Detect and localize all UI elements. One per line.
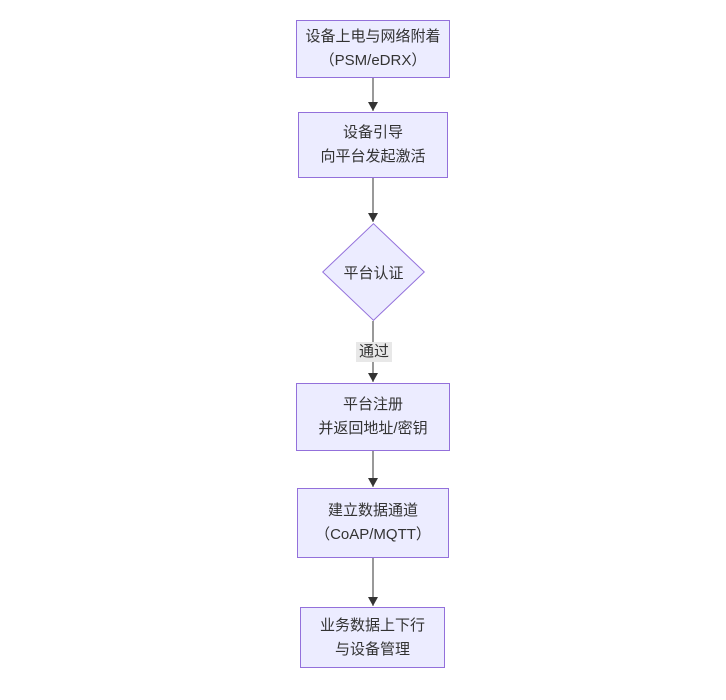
node-text-line: 并返回地址/密钥	[318, 420, 428, 437]
node-text-line: （CoAP/MQTT）	[315, 526, 431, 543]
flow-node-bootstrap-activate: 设备引导 向平台发起激活	[298, 112, 448, 178]
flow-node-platform-auth: 平台认证	[322, 223, 425, 321]
node-text-line: 设备引导	[342, 124, 403, 141]
node-text-line: 设备上电与网络附着	[305, 28, 441, 45]
flow-node-data-channel: 建立数据通道 （CoAP/MQTT）	[297, 488, 449, 558]
node-text-line: 平台认证	[343, 264, 404, 282]
node-text-line: 建立数据通道	[327, 502, 418, 519]
node-text-line: 向平台发起激活	[320, 148, 426, 165]
edge-label-pass: 通过	[355, 342, 393, 362]
node-text-line: （PSM/eDRX）	[319, 52, 427, 69]
node-text-line: 业务数据上下行	[319, 616, 425, 634]
node-text-line: 与设备管理	[334, 640, 410, 658]
flow-node-business-mgmt: 业务数据上下行 与设备管理	[300, 607, 445, 668]
flow-node-platform-register: 平台注册 并返回地址/密钥	[296, 383, 450, 451]
decision-diamond-shape	[322, 223, 425, 321]
node-text-line: 平台注册	[342, 396, 403, 413]
flow-node-power-attach: 设备上电与网络附着 （PSM/eDRX）	[296, 20, 450, 78]
